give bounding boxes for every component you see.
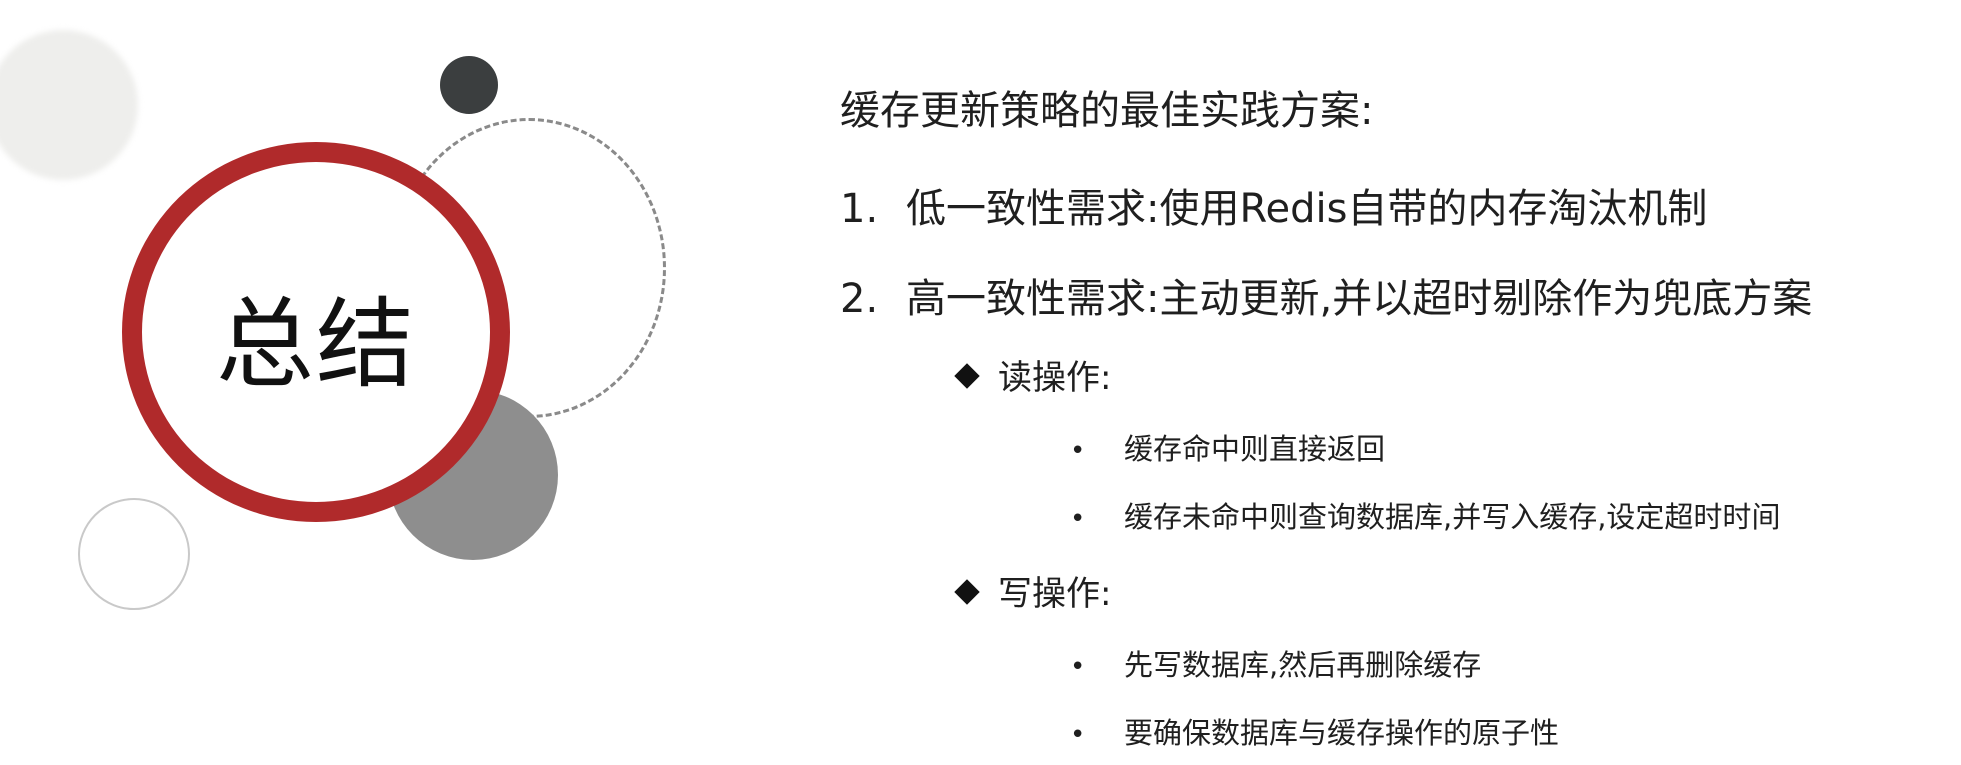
- bullet-dot-icon: •: [1070, 652, 1086, 682]
- bullet-dot-icon: •: [1070, 436, 1086, 466]
- write-bullet-1: • 先写数据库,然后再删除缓存: [1070, 642, 1481, 684]
- read-bullet-2: • 缓存未命中则查询数据库,并写入缓存,设定超时时间: [1070, 494, 1780, 536]
- numbered-item-1: 1. 低一致性需求:使用Redis自带的内存淘汰机制: [840, 176, 1707, 234]
- decorative-dark-dot: [440, 56, 498, 114]
- item-text: 低一致性需求:使用Redis自带的内存淘汰机制: [906, 186, 1708, 232]
- read-operation-label: 读操作:: [998, 358, 1112, 398]
- item-number: 1.: [840, 186, 879, 232]
- bullet-text: 缓存命中则直接返回: [1124, 432, 1386, 466]
- write-bullet-2: • 要确保数据库与缓存操作的原子性: [1070, 710, 1559, 752]
- bullet-dot-icon: •: [1070, 504, 1086, 534]
- decorative-blur-circle: [0, 30, 138, 180]
- write-operation-heading: 写操作:: [954, 566, 1112, 615]
- summary-red-ring: 总结: [122, 142, 510, 522]
- diamond-icon: [954, 579, 980, 605]
- item-text: 高一致性需求:主动更新,并以超时剔除作为兜底方案: [906, 276, 1813, 322]
- page-heading: 缓存更新策略的最佳实践方案:: [840, 88, 1374, 134]
- bullet-text: 缓存未命中则查询数据库,并写入缓存,设定超时时间: [1124, 500, 1781, 534]
- numbered-item-2: 2. 高一致性需求:主动更新,并以超时剔除作为兜底方案: [840, 266, 1812, 324]
- read-operation-heading: 读操作:: [954, 350, 1112, 399]
- summary-title: 总结: [215, 288, 416, 402]
- read-bullet-1: • 缓存命中则直接返回: [1070, 426, 1385, 468]
- bullet-text: 要确保数据库与缓存操作的原子性: [1124, 716, 1560, 750]
- write-operation-label: 写操作:: [998, 574, 1112, 614]
- item-number: 2.: [840, 276, 879, 322]
- diamond-icon: [954, 363, 980, 389]
- decorative-outline-ring: [78, 498, 190, 610]
- bullet-dot-icon: •: [1070, 720, 1086, 750]
- bullet-text: 先写数据库,然后再删除缓存: [1124, 648, 1482, 682]
